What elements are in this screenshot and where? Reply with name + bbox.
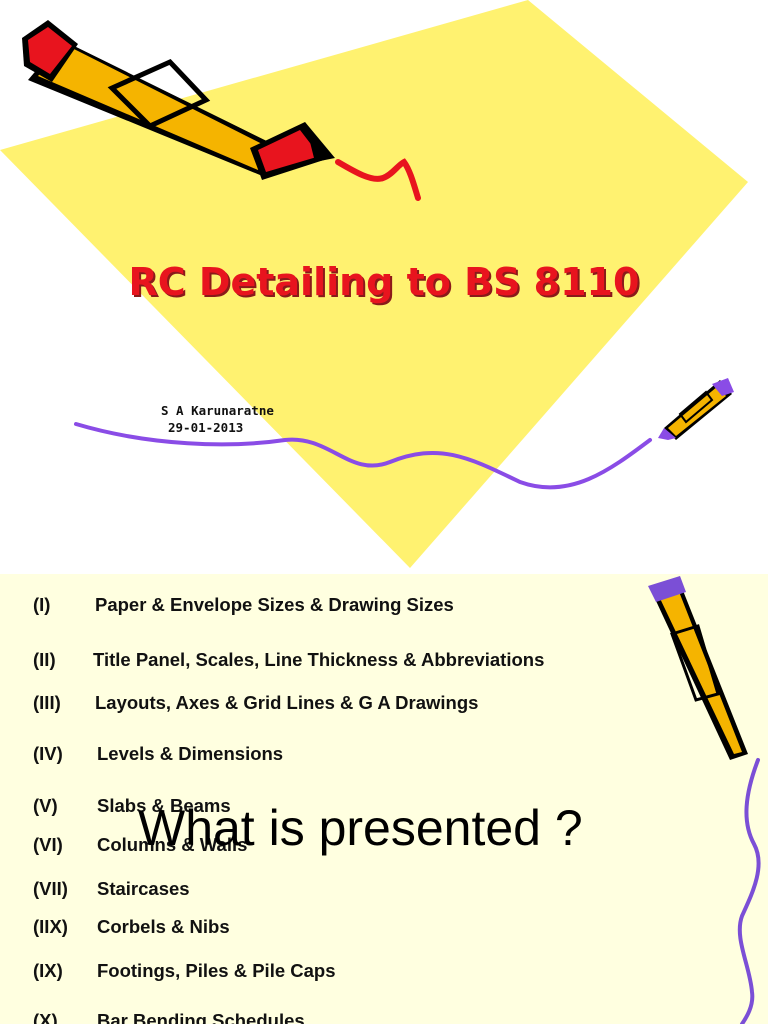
item-number: (VII) [33, 878, 68, 899]
item-text: Corbels & Nibs [97, 916, 230, 937]
item-number: (IX) [33, 960, 63, 981]
item-text: Paper & Envelope Sizes & Drawing Sizes [95, 594, 454, 615]
slide-heading: What is presented ? [138, 800, 583, 856]
item-text: Layouts, Axes & Grid Lines & G A Drawing… [95, 692, 479, 713]
presentation-date: 29-01-2013 [168, 420, 244, 435]
item-text: Levels & Dimensions [97, 743, 284, 764]
item-number: (IIX) [33, 916, 68, 937]
item-number: (II) [33, 649, 56, 670]
item-number: (I) [33, 594, 51, 615]
small-pencil-icon [658, 378, 734, 440]
pencil-icon [648, 576, 748, 760]
purple-wave-line [737, 758, 761, 1024]
item-number: (III) [33, 692, 61, 713]
contents-slide-decoration [648, 576, 761, 1024]
item-number: (V) [33, 795, 58, 816]
item-number: (VI) [33, 834, 63, 855]
item-text: Bar Bending Schedules [97, 1010, 305, 1024]
author-name: S A Karunaratne [161, 403, 274, 418]
title-slide: RC Detailing to BS 8110 S A Karunaratne … [0, 0, 748, 568]
title-slide-decoration [0, 0, 748, 568]
purple-wave-line [74, 422, 652, 490]
item-text: Columns & Walls [97, 834, 248, 855]
item-text: Footings, Piles & Pile Caps [97, 960, 336, 981]
item-number: (X) [33, 1010, 58, 1024]
contents-slide: (I) Paper & Envelope Sizes & Drawing Siz… [0, 574, 768, 1024]
item-text: Slabs & Beams [97, 795, 231, 816]
item-text: Title Panel, Scales, Line Thickness & Ab… [93, 649, 545, 670]
slide-title: RC Detailing to BS 8110 [128, 260, 640, 304]
pencil-icon [22, 20, 421, 201]
item-text: Staircases [97, 878, 190, 899]
item-number: (IV) [33, 743, 63, 764]
